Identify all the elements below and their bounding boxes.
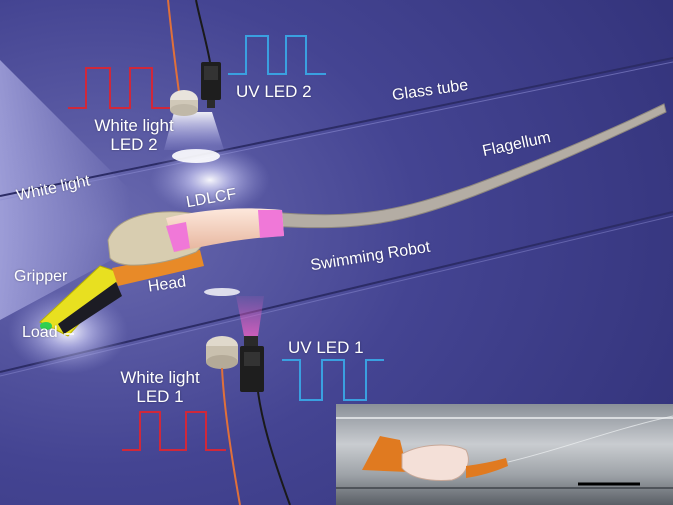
inset-photo	[336, 404, 673, 505]
flagellum	[269, 103, 667, 229]
led1-light-spot	[204, 288, 240, 296]
head-base	[112, 250, 204, 286]
uv-led2-cable	[195, 0, 211, 63]
uv-led-icon	[201, 62, 221, 108]
uv-led-2-label: UV LED 2	[236, 82, 312, 101]
uv-led2-signal	[228, 35, 326, 75]
uv-led1-signal	[282, 359, 384, 401]
led2-cone	[164, 112, 224, 150]
load-object	[40, 322, 52, 330]
white-light-led-2-label: White light LED 2	[94, 116, 174, 154]
gripper-label: Gripper	[14, 268, 68, 285]
load-label: Load	[22, 324, 58, 341]
ldlcf-body	[166, 208, 284, 252]
led2-light-spot	[172, 149, 220, 163]
white-light-beam	[0, 60, 130, 320]
white-light-led1-signal	[122, 411, 226, 451]
led1-cable	[221, 367, 241, 505]
led2-cable	[167, 0, 181, 101]
white-light-led-1-label: White light LED 1	[120, 368, 200, 406]
uv-led-icon	[240, 336, 264, 392]
photo-body	[401, 444, 469, 481]
photo-tail	[466, 458, 508, 478]
ldlcf-edge-left	[166, 222, 190, 252]
photo-head	[362, 436, 408, 472]
led2-glow	[150, 145, 270, 215]
ldlcf-edge-right	[258, 210, 284, 238]
white-light-led-icon	[170, 90, 198, 116]
white-light-led-icon	[206, 336, 238, 369]
uv-led1-beam	[236, 296, 264, 336]
white-light-led2-signal	[68, 67, 170, 109]
uv-led1-cable	[257, 391, 291, 505]
uv-led-1-label: UV LED 1	[288, 338, 364, 357]
